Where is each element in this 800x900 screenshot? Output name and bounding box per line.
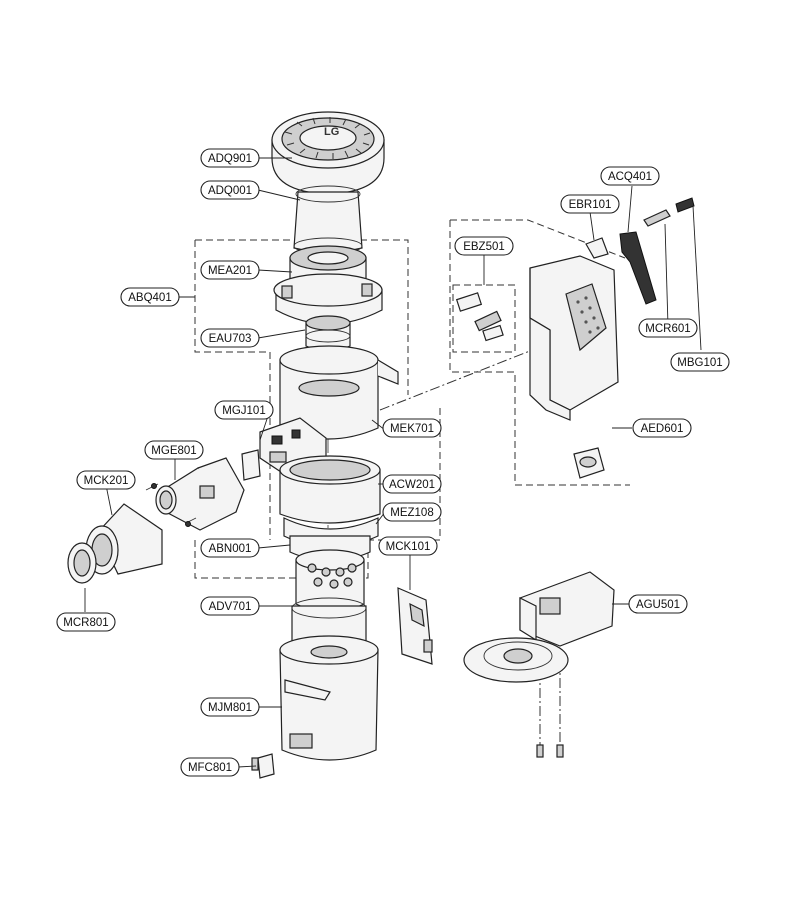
callout-eau703: EAU703 [200,328,260,348]
filter-cover-part [251,753,275,779]
callout-agu501: AGU501 [628,594,688,614]
switch-board-part [241,417,327,481]
leader-lines [84,157,702,768]
callout-mck101: MCK101 [378,536,438,556]
callout-mfc801: MFC801 [180,757,240,777]
assembly-line-handle [379,344,546,411]
callout-mcr801: MCR801 [56,612,116,632]
callout-ebr101: EBR101 [560,194,620,214]
svg-text:MJM801: MJM801 [208,702,252,714]
svg-text:MCR801: MCR801 [63,617,108,629]
svg-text:EBR101: EBR101 [569,199,612,211]
callout-abq401: ABQ401 [120,287,180,307]
screws-part [536,744,564,758]
svg-text:MGE801: MGE801 [151,445,196,457]
svg-text:MCK201: MCK201 [84,475,129,487]
callout-mek701: MEK701 [382,418,442,438]
svg-text:ADQ001: ADQ001 [208,185,252,197]
callout-mge801: MGE801 [144,440,204,460]
callout-mgj101: MGJ101 [214,400,274,420]
motor-housing-part [279,345,399,440]
pcb-switch-part [455,292,504,342]
svg-text:MCR601: MCR601 [645,323,690,335]
svg-text:AGU501: AGU501 [636,599,680,611]
main-body-part [279,635,379,761]
bracket-part [397,587,433,665]
callout-mea201: MEA201 [200,260,260,280]
callout-mck201: MCK201 [76,470,136,490]
cyclone-ring-part [279,455,381,562]
seal-ring-part [67,542,97,584]
svg-text:MEA201: MEA201 [208,265,252,277]
svg-text:ABQ401: ABQ401 [128,292,171,304]
callout-abn001: ABN001 [200,538,260,558]
latch-part [643,197,695,227]
callout-acq401: ACQ401 [600,166,660,186]
callout-adq001: ADQ001 [200,180,260,200]
callout-aed601: AED601 [632,418,692,438]
callout-acw201: ACW201 [382,474,442,494]
top-cap-part: LG [271,111,385,195]
svg-text:AED601: AED601 [641,423,684,435]
release-button-part [585,237,609,259]
battery-base-part [463,571,615,683]
svg-text:EAU703: EAU703 [209,333,252,345]
motor-filter-part [273,245,383,352]
dust-cup-part [293,185,363,255]
svg-text:ACQ401: ACQ401 [608,171,652,183]
svg-text:ADV701: ADV701 [209,601,252,613]
svg-text:ABN001: ABN001 [209,543,252,555]
cone-adapter-part [85,503,163,575]
callout-mcr601: MCR601 [638,318,698,338]
callout-adq901: ADQ901 [200,148,260,168]
svg-text:MGJ101: MGJ101 [222,405,265,417]
cap-vent-ticks [284,117,371,159]
svg-text:MEK701: MEK701 [390,423,434,435]
svg-text:MBG101: MBG101 [677,357,722,369]
svg-text:MCK101: MCK101 [386,541,431,553]
svg-text:EBZ501: EBZ501 [463,241,505,253]
assembly-line-screws [539,660,561,745]
cap-logo: LG [324,126,339,138]
svg-text:ADQ901: ADQ901 [208,153,252,165]
svg-text:ACW201: ACW201 [389,479,435,491]
group-outline-ebz501 [452,284,516,353]
callout-mbg101: MBG101 [670,352,730,372]
svg-text:MFC801: MFC801 [188,762,232,774]
nozzle-connector-part [145,457,245,531]
callout-mjm801: MJM801 [200,697,260,717]
handle-housing-part [529,255,619,479]
callout-adv701: ADV701 [200,596,260,616]
trigger-part [619,231,657,305]
callout-mez108: MEZ108 [382,502,442,522]
callout-ebz501: EBZ501 [454,236,514,256]
svg-text:MEZ108: MEZ108 [390,507,433,519]
